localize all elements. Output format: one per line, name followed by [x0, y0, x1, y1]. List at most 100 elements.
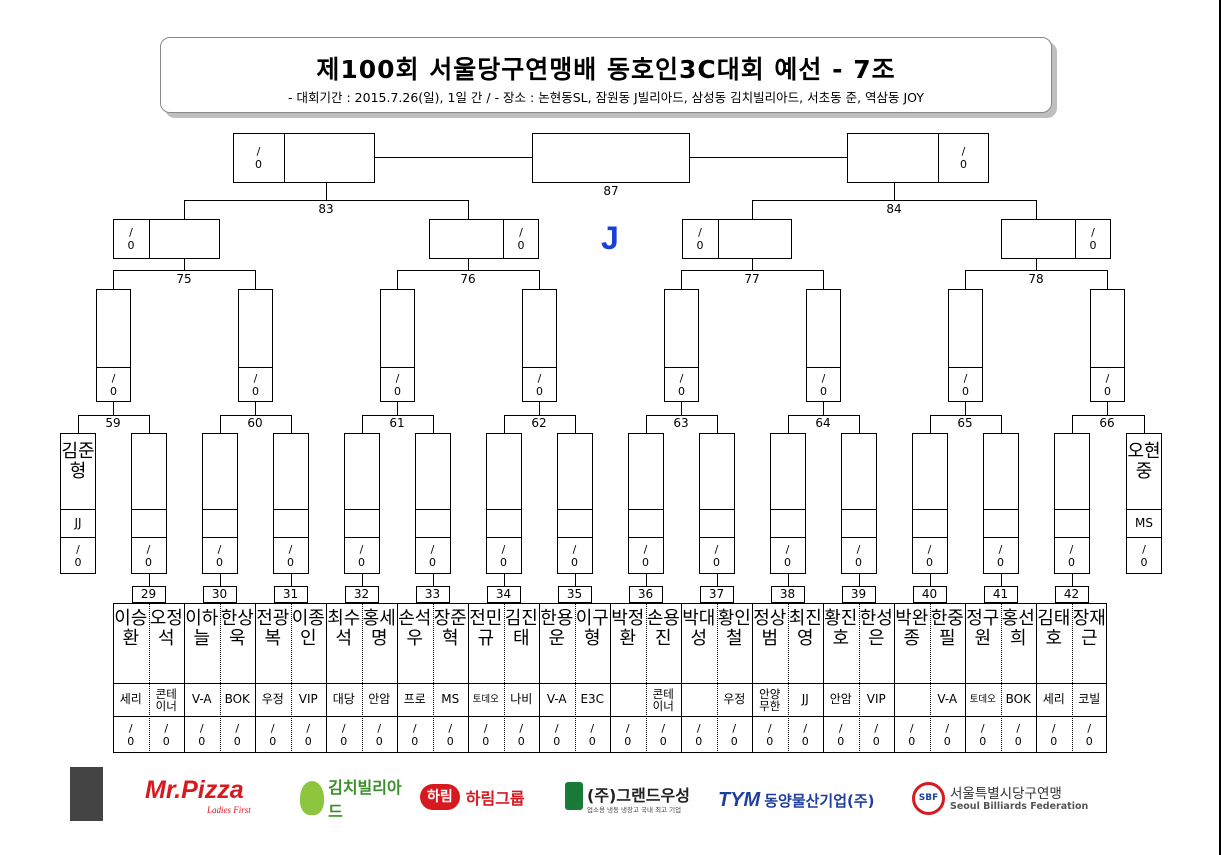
bracket-line — [929, 574, 931, 586]
bracket-line — [1071, 603, 1073, 753]
match-number: 36 — [628, 586, 663, 603]
player-club: 토데오 — [472, 694, 499, 705]
player-club: E3C — [580, 692, 605, 706]
bracket-line — [938, 133, 939, 183]
grand-leaf-icon — [565, 782, 583, 810]
player-score: /0 — [198, 722, 206, 748]
header-box: 제100회 서울당구연맹배 동호인3C대회 예선 - 7조 - 대회기간 : 2… — [160, 37, 1052, 113]
bracket-line — [698, 509, 735, 510]
r32-slot — [556, 433, 593, 574]
r32-slot — [201, 433, 238, 574]
bracket-line — [911, 537, 948, 538]
match-number: 33 — [415, 586, 450, 603]
slot-score: /0 — [394, 372, 401, 398]
bracket-line — [698, 537, 735, 538]
player-club: 안양무한 — [759, 686, 781, 713]
bracket-line — [60, 509, 96, 510]
bracket-line — [840, 537, 877, 538]
bracket-line — [522, 367, 557, 368]
slot-score: /0 — [536, 372, 543, 398]
bracket-line — [1000, 574, 1002, 586]
bracket-line — [219, 574, 221, 586]
bracket-line — [113, 270, 255, 271]
player-name: 이구형 — [575, 608, 609, 649]
match-number: 84 — [886, 202, 902, 216]
bracket-line — [806, 367, 841, 368]
bracket-line — [290, 574, 292, 586]
player-score: /0 — [375, 722, 383, 748]
bracket-line — [858, 574, 860, 586]
bracket-line — [1071, 574, 1073, 586]
match-number: 34 — [486, 586, 521, 603]
r32-slot — [1053, 433, 1090, 574]
page-subtitle: - 대회기간 : 2015.7.26(일), 1일 간 / - 장소 : 논현동… — [288, 90, 924, 105]
seed-club-left: JJ — [74, 516, 82, 530]
bracket-line — [255, 270, 256, 289]
player-club: 우정 — [261, 692, 284, 706]
bracket-line — [184, 200, 185, 219]
page-title: 제100회 서울당구연맹배 동호인3C대회 예선 - 7조 — [316, 55, 896, 84]
slot-score: /0 — [678, 372, 685, 398]
match-number: 63 — [673, 416, 689, 430]
player-club: 토데오 — [969, 694, 996, 705]
bracket-line — [113, 402, 114, 415]
bracket-line — [858, 603, 860, 753]
bracket-line — [432, 574, 434, 586]
bracket-line — [769, 509, 806, 510]
bracket-line — [787, 574, 789, 586]
bracket-line — [1000, 415, 1002, 433]
player-score: /0 — [837, 722, 845, 748]
bracket-line — [361, 415, 363, 433]
slot-score: /0 — [960, 145, 967, 171]
bracket-line — [272, 509, 309, 510]
r32-slot — [840, 433, 877, 574]
bracket-line — [1036, 259, 1037, 270]
bracket-line — [1036, 200, 1037, 219]
player-score: /0 — [411, 722, 419, 748]
bracket-line — [982, 537, 1019, 538]
player-name: 김진태 — [504, 608, 538, 649]
match-number: 83 — [318, 202, 334, 216]
sponsor-tagline: Ladies First — [207, 805, 251, 815]
player-club: 우정 — [723, 692, 746, 706]
bracket-line — [823, 402, 824, 415]
match-number: 37 — [699, 586, 734, 603]
slot-score: /0 — [145, 543, 152, 569]
bracket-line — [414, 509, 451, 510]
bracket-line — [485, 537, 522, 538]
slot-score: /0 — [1068, 543, 1075, 569]
player-score: /0 — [340, 722, 348, 748]
match-number: 77 — [744, 272, 760, 286]
slot-score: /0 — [926, 543, 933, 569]
bracket-line — [397, 402, 398, 415]
sponsor-tagline: 업소용 냉동 냉장고 국내 최고 기업 — [587, 806, 682, 814]
slot-score: /0 — [855, 543, 862, 569]
player-score: /0 — [482, 722, 490, 748]
seed-name-left: 김준형 — [61, 441, 95, 482]
r32-slot — [911, 433, 948, 574]
player-name: 장재근 — [1072, 608, 1106, 649]
match-number: 66 — [1099, 416, 1115, 430]
player-score: /0 — [553, 722, 561, 748]
bracket-line — [982, 509, 1019, 510]
match-number: 75 — [176, 272, 192, 286]
slot-score: /0 — [216, 543, 223, 569]
player-name: 황진호 — [824, 608, 858, 649]
bracket-line — [574, 415, 576, 433]
bracket-line — [149, 219, 150, 259]
bracket-line — [929, 415, 931, 433]
player-score: /0 — [979, 722, 987, 748]
slot-score: /0 — [1089, 226, 1097, 252]
bracket-line — [130, 537, 167, 538]
sponsor-name: (주)그랜드우성 — [587, 786, 690, 805]
match-number: 38 — [770, 586, 805, 603]
sponsor-name: 하림그룹 — [465, 789, 525, 808]
bracket-line — [965, 270, 1107, 271]
player-score: /0 — [127, 722, 135, 748]
seed-slot-right — [1126, 433, 1162, 574]
player-club: 콘테이너 — [155, 686, 177, 713]
bracket-line — [1107, 270, 1108, 289]
player-club: JJ — [801, 692, 809, 706]
player-name: 정구원 — [966, 608, 1000, 649]
bracket-line — [539, 402, 540, 415]
